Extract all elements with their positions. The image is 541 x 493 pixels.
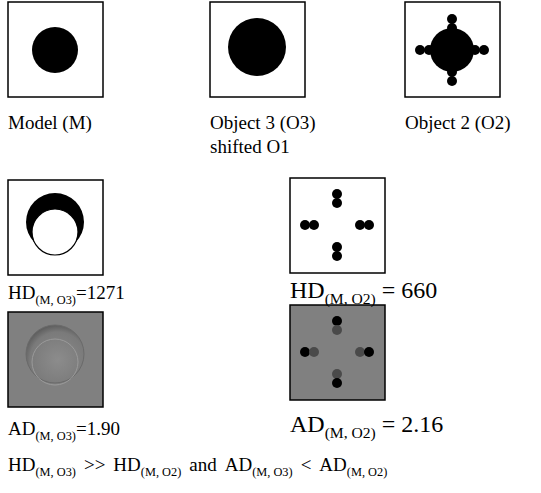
measure-label: HD [113, 454, 140, 475]
measure-label: Object 2 (O2) [405, 112, 511, 133]
image-frame [8, 2, 103, 97]
caption-line: HD(M, O3)>>HD(M, O2)andAD(M, O3)<AD(M, O… [8, 454, 387, 480]
distance-shading [32, 339, 78, 385]
object-disc [228, 18, 286, 76]
caption-line: HD(M, O2) = 660 [290, 276, 437, 309]
image-frame [405, 2, 500, 97]
caption-line: AD(M, O3)=1.90 [8, 418, 120, 444]
distance-dots [300, 316, 374, 388]
image-frame [290, 305, 385, 400]
difference-dots [300, 189, 374, 261]
measure-label: Object 3 (O3) [210, 112, 316, 133]
subscript-label: (M, O2) [141, 465, 181, 479]
measure-label: AD [319, 454, 346, 475]
object-disc-with-dots [415, 14, 489, 86]
subscript-label: (M, O2) [325, 290, 376, 307]
measure-label: < [301, 454, 312, 475]
model-disc [32, 27, 78, 73]
difference-crescent [32, 209, 78, 255]
measure-label: shifted O1 [210, 136, 290, 157]
measure-label: >> [84, 454, 105, 475]
image-frame [8, 312, 103, 407]
measure-label: AD [290, 411, 325, 437]
distance-shading [26, 325, 84, 383]
measure-label: Model (M) [8, 112, 92, 133]
image-frame [8, 180, 103, 275]
measure-label: HD [8, 454, 35, 475]
subscript-label: (M, O3) [252, 465, 292, 479]
image-frame [210, 2, 305, 97]
subscript-label: (M, O2) [347, 465, 387, 479]
measure-label: HD [8, 282, 35, 303]
caption-line: Model (M) [8, 112, 92, 135]
caption-line: Object 2 (O2) [405, 112, 511, 135]
measure-label: and [189, 454, 216, 475]
caption-line: AD(M, O2) = 2.16 [290, 410, 443, 443]
measure-label: HD [290, 277, 325, 303]
measure-label: =1.90 [76, 418, 120, 439]
caption-line: shifted O1 [210, 136, 290, 159]
measure-label: =1271 [76, 282, 125, 303]
subscript-label: (M, O3) [35, 429, 75, 443]
image-frame [290, 178, 385, 273]
caption-line: HD(M, O3)=1271 [8, 282, 125, 308]
caption-line: Object 3 (O3) [210, 112, 316, 135]
measure-label: = 660 [382, 277, 438, 303]
subscript-label: (M, O3) [35, 465, 75, 479]
subscript-label: (M, O2) [325, 424, 376, 441]
subscript-label: (M, O3) [35, 293, 75, 307]
measure-label: AD [8, 418, 35, 439]
measure-label: AD [225, 454, 252, 475]
measure-label: = 2.16 [382, 411, 444, 437]
